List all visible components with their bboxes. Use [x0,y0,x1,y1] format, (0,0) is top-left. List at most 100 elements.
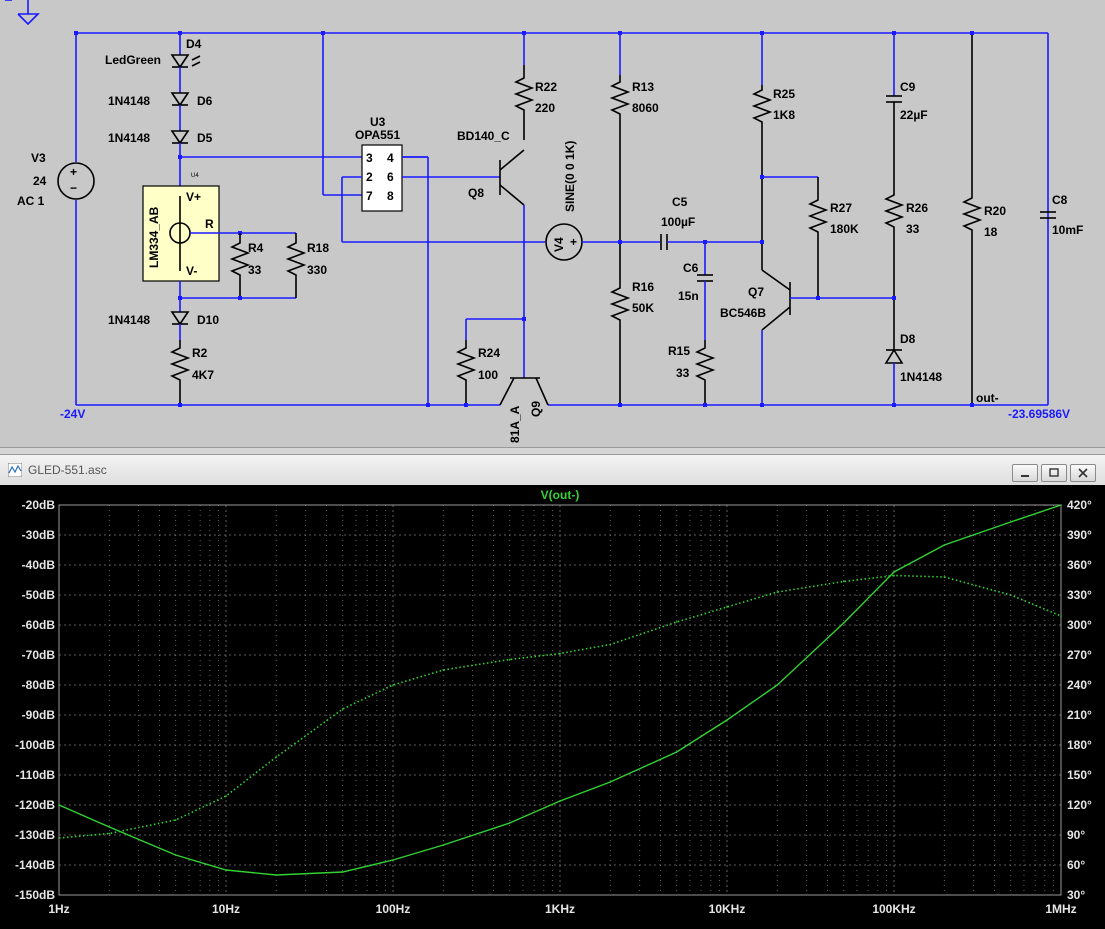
phase-data-point [108,826,111,828]
minimize-icon [1021,475,1029,477]
r2-resistor[interactable] [169,340,191,405]
pane-splitter[interactable] [0,447,1105,455]
u3-pin4: 4 [387,151,394,165]
d8-diode[interactable] [884,348,904,364]
y-right-tick-label: 390° [1067,528,1092,542]
phase-data-point [842,622,845,624]
x-tick-label: 1MHz [1045,902,1076,916]
r26-resistor[interactable] [883,102,905,350]
d8-label: D8 [900,332,916,346]
c5-value: 100µF [661,215,695,229]
y-left-tick-label: -150dB [15,888,55,902]
magnitude-data-point [893,574,895,577]
r4-resistor[interactable] [229,233,251,298]
schematic-editor[interactable]: + − [0,0,1105,447]
r25-resistor[interactable] [751,85,773,270]
y-left-tick-label: -50dB [22,588,56,602]
magnitude-data-point [726,606,728,608]
phase-data-point [609,781,612,783]
x-tick-label: 10Hz [212,902,240,916]
y-left-tick-label: -40dB [22,558,56,572]
x-tick-label: 100KHz [872,902,915,916]
c9-label: C9 [900,80,916,94]
v3-value: 24 [33,174,47,188]
v3-source[interactable] [57,162,95,200]
magnitude-data-point [1009,594,1012,596]
window-titlebar[interactable]: GLED-551.asc [0,455,1105,486]
r25-label: R25 [773,87,795,101]
d10-diode[interactable] [170,311,190,326]
r16-resistor[interactable] [609,280,631,405]
r27-resistor[interactable] [807,177,829,298]
phase-data-point [559,800,561,802]
r18-label: R18 [307,241,329,255]
r4-value: 33 [248,263,262,277]
magnitude-data-point [225,795,227,797]
d10-model-label: 1N4148 [108,313,150,327]
y-right-tick-label: 330° [1067,588,1092,602]
y-right-tick-label: 420° [1067,498,1092,512]
r18-resistor[interactable] [285,233,307,298]
r16-label: R16 [632,280,654,294]
u3-pin6: 6 [387,170,394,184]
schematic-canvas[interactable]: + − [0,0,1105,447]
r27-value: 180K [830,222,859,236]
d6-diode[interactable] [170,92,190,107]
ground-symbol [17,13,40,26]
y-right-tick-label: 180° [1067,738,1092,752]
magnitude-data-point [442,669,445,671]
phase-data-point [392,859,394,861]
magnitude-data-point [776,591,779,593]
phase-data-point [893,571,895,573]
d6-model-label: 1N4148 [108,94,150,108]
u4-small-label: U4 [191,173,199,179]
r20-value: 18 [984,225,998,239]
c5-label: C5 [672,195,688,209]
x-tick-label: 10KHz [709,902,746,916]
d8-model-label: 1N4148 [900,370,942,384]
r13-resistor[interactable] [609,75,631,280]
plot-frame [58,504,1062,896]
d5-model-label: 1N4148 [108,131,150,145]
y-left-tick-label: -140dB [15,858,55,872]
neg-rail-left-label: -24V [60,407,85,421]
svg-text:+: + [70,165,77,179]
y-left-tick-label: -60dB [22,618,56,632]
vplus-pin-label: V+ [186,190,201,204]
phase-data-point [776,684,779,686]
u3-opa551[interactable] [361,144,403,212]
phase-data-point [943,544,946,546]
d4-led[interactable] [170,54,190,69]
minimize-button[interactable] [1012,464,1038,482]
magnitude-data-point [108,832,111,835]
phase-data-point [442,844,445,846]
bd140-label: BD140_C [457,129,510,143]
y-right-tick-label: 120° [1067,798,1092,812]
maximize-button[interactable] [1041,464,1067,482]
r20-resistor[interactable] [961,33,983,405]
r15-resistor[interactable] [694,340,716,405]
y-left-tick-label: -80dB [22,678,56,692]
r20-label: R20 [984,204,1006,218]
magnitude-data-point [508,658,511,661]
y-right-tick-label: 60° [1067,858,1085,872]
magnitude-data-point [943,576,946,578]
out-net-label: out- [976,391,999,405]
c9-value: 22µF [900,108,928,122]
r-pin-label: R [205,217,214,231]
r24-resistor[interactable] [455,340,477,405]
y-right-tick-label: 270° [1067,648,1092,662]
u3-pin2: 2 [366,170,373,184]
r26-value: 33 [906,222,920,236]
trace-legend: V(out-) [541,488,580,502]
y-right-tick-label: 240° [1067,678,1092,692]
v3-ac-label: AC 1 [17,194,45,208]
r22-resistor[interactable] [513,65,535,140]
r18-value: 330 [307,263,327,277]
y-left-tick-label: -70dB [22,648,56,662]
r4-label: R4 [248,241,264,255]
close-button[interactable] [1070,464,1096,482]
d5-diode[interactable] [170,130,190,145]
